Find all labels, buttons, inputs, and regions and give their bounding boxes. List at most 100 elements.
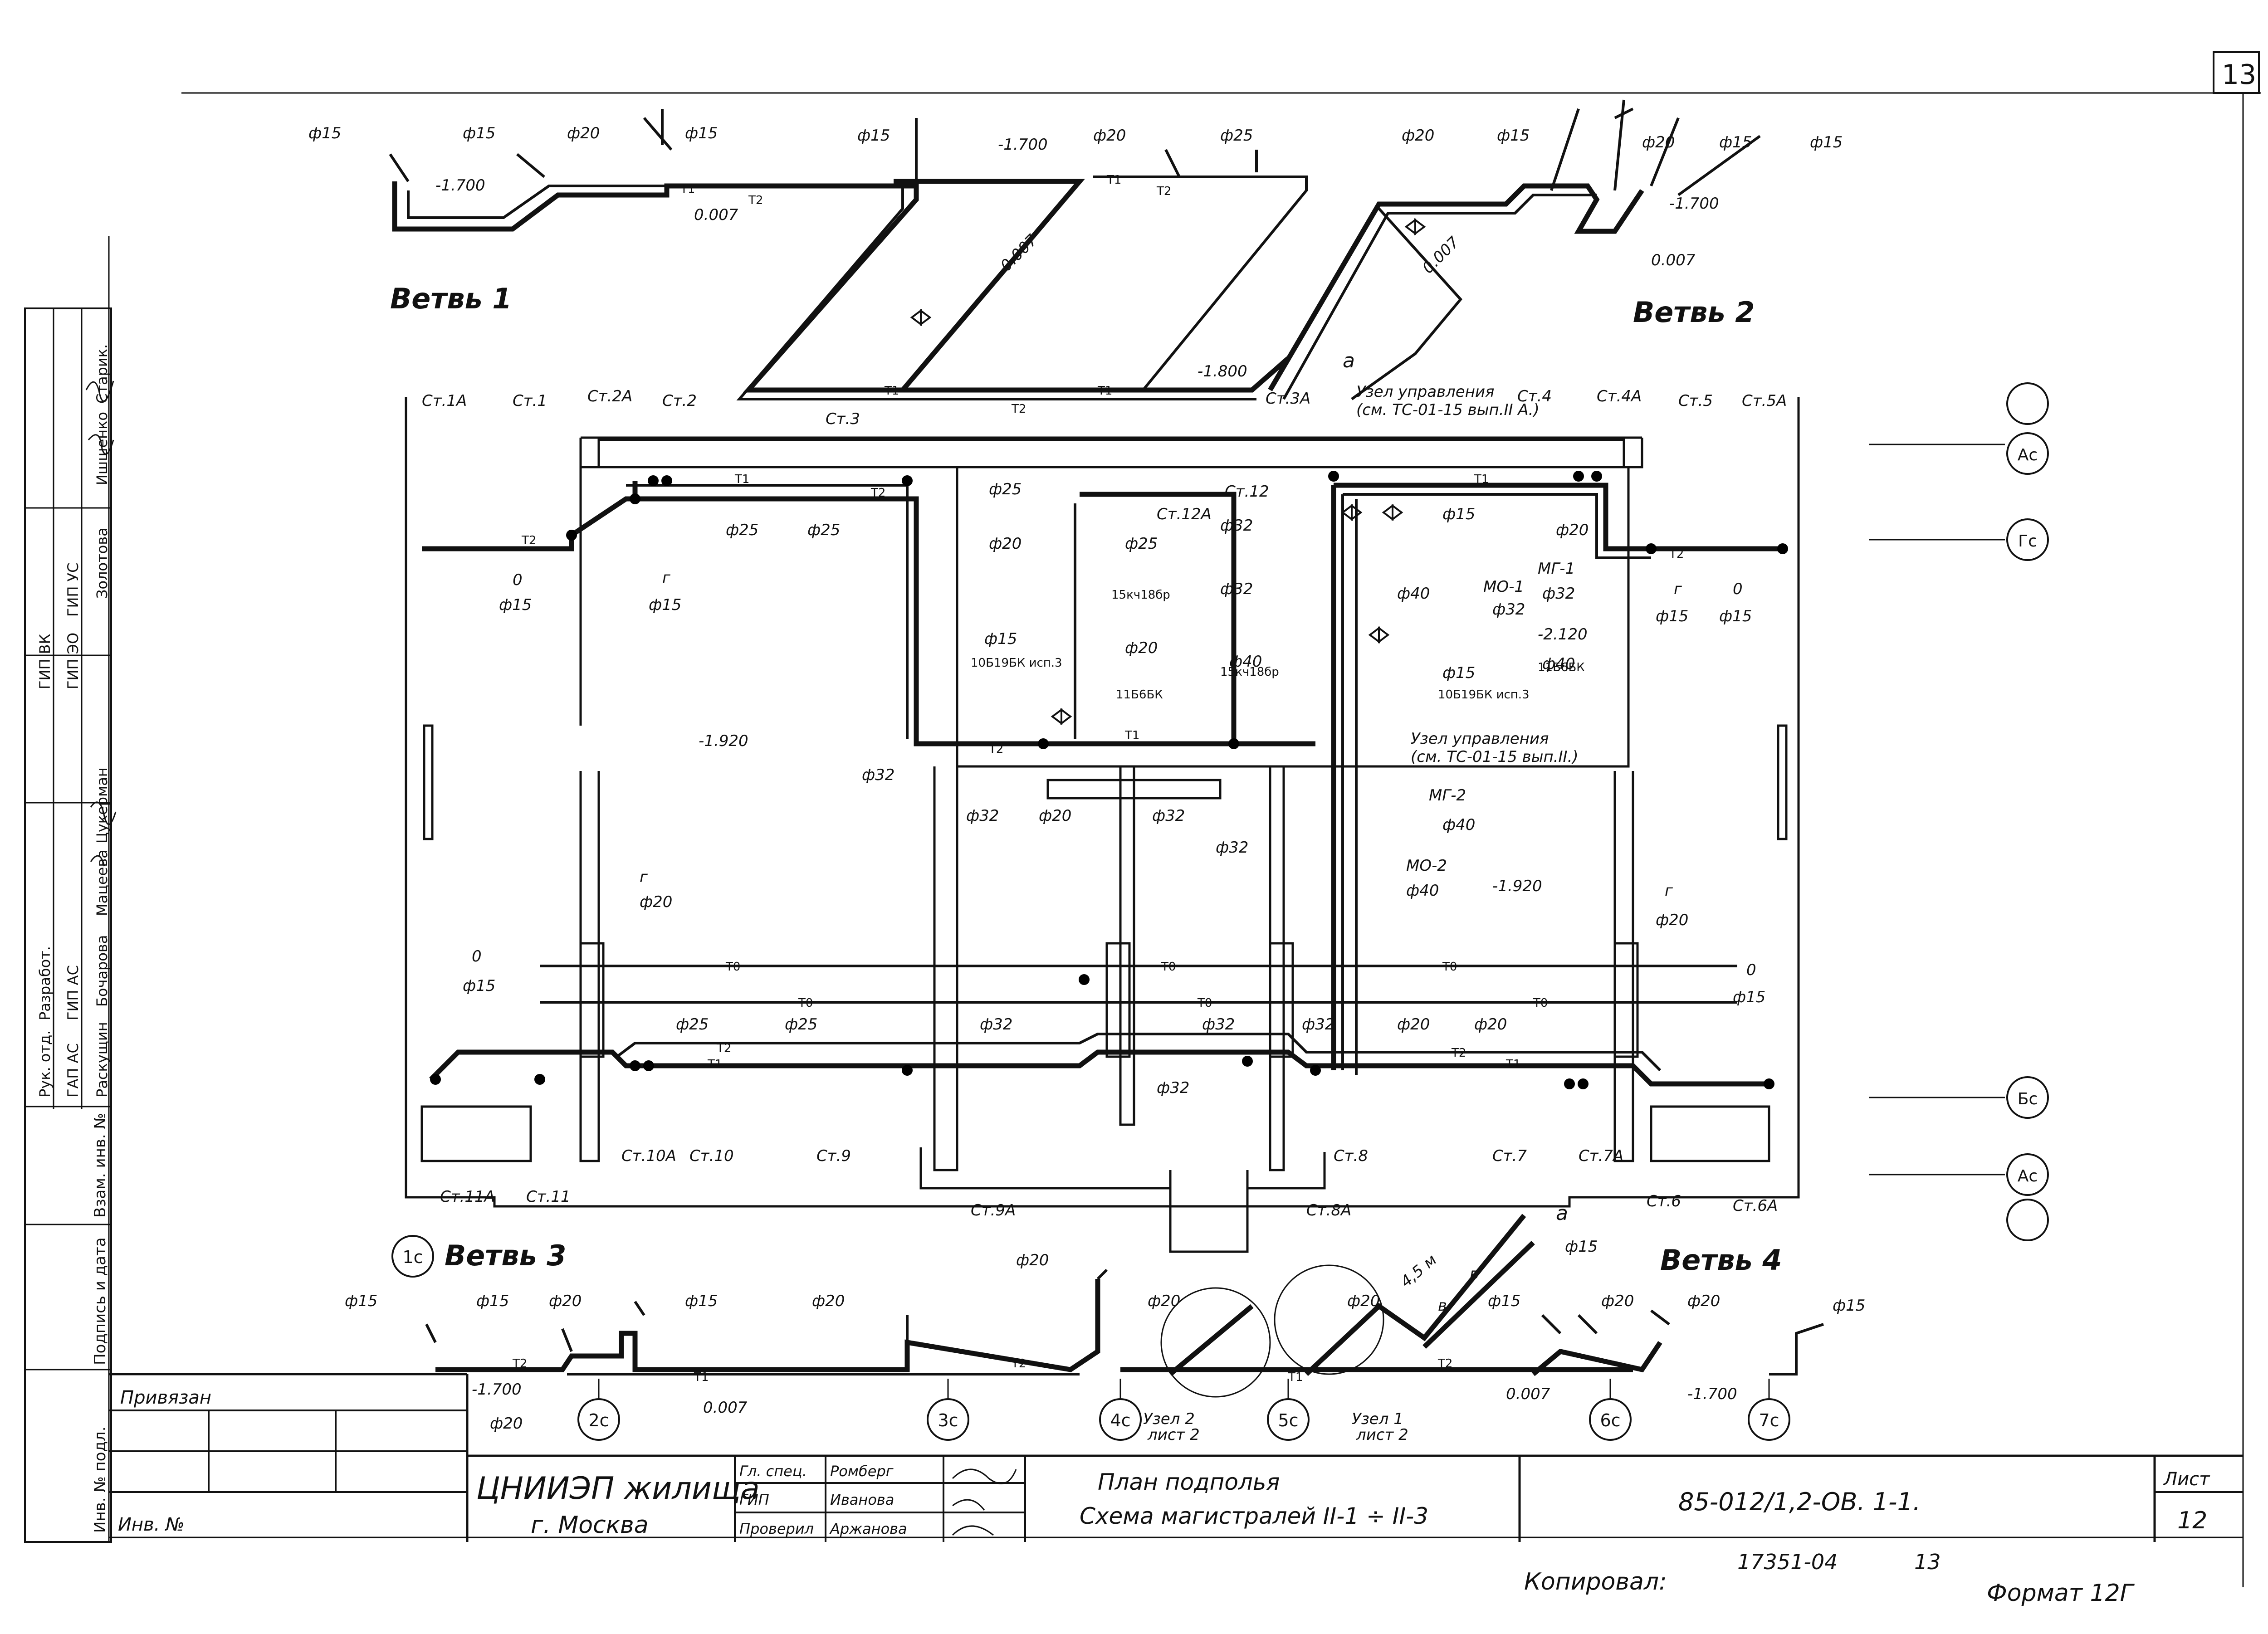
valve-icons <box>910 218 1426 725</box>
branch-1-title: Ветвь 1 <box>390 282 512 315</box>
axis-label: Аc <box>2018 446 2038 464</box>
elevation-label: -1.700 <box>998 136 1048 154</box>
pipe-marker: T2 <box>1669 547 1684 561</box>
axis-bubble-gc: Гc <box>2006 518 2049 561</box>
valve-spec: 15кч18бр <box>1111 588 1170 602</box>
stamp-names: Раскущин Бочарова Мацеева Цукерман Золот… <box>93 344 111 1097</box>
pipe-marker: T2 <box>512 1357 527 1371</box>
riser-label: Ст.6А <box>1733 1197 1778 1215</box>
drawing-title-line1: План подполья <box>1098 1469 1280 1495</box>
pipe-marker: T1 <box>1288 1371 1303 1384</box>
slope-label: 0.007 <box>1506 1385 1550 1403</box>
pipe-marker: T1 <box>1474 473 1489 486</box>
role-label: Гл. спец. <box>739 1463 807 1480</box>
org-line1: ЦНИИЭП жилища <box>476 1471 760 1507</box>
pipe-marker: T2 <box>748 194 763 207</box>
letter-g: г <box>640 868 648 886</box>
slope-label: 0.007 <box>1419 233 1463 277</box>
riser-label: Ст.10 <box>689 1147 734 1165</box>
diameter-label: ф15 <box>1733 988 1765 1006</box>
letter-o: 0 <box>1746 961 1756 979</box>
diameter-label: ф20 <box>1039 807 1071 825</box>
diameter-label: ф20 <box>1656 911 1688 929</box>
format-label: Формат 12Г <box>1987 1580 2135 1607</box>
branch-2-scheme <box>1268 99 1761 400</box>
diameter-label: ф32 <box>1220 517 1253 535</box>
signatures <box>952 1468 1017 1536</box>
diameter-label: ф15 <box>463 977 495 995</box>
stamp-role-3: ГАП АС <box>64 1043 82 1097</box>
node-1-sheet: лист 2 <box>1356 1426 1408 1444</box>
riser-label: Ст.5 <box>1678 392 1713 410</box>
riser-label: Ст.4 <box>1517 387 1552 405</box>
diameter-label: ф15 <box>1833 1297 1865 1315</box>
diameter-label: ф25 <box>807 521 840 539</box>
diameter-label: ф32 <box>1152 807 1185 825</box>
riser-label: Ст.7 <box>1492 1147 1527 1165</box>
diameter-label: ф20 <box>1125 639 1158 657</box>
diameter-label: ф40 <box>1229 653 1262 671</box>
letter-g: г <box>1665 882 1673 900</box>
diameter-label: ф15 <box>649 596 681 614</box>
riser-label: Ст.7А <box>1579 1147 1623 1165</box>
diameter-label: ф25 <box>1220 127 1253 145</box>
elevation-label: -1.920 <box>1492 877 1542 895</box>
riser-label: Ст.3 <box>826 410 860 428</box>
branch-4-scheme <box>1120 1214 1824 1376</box>
length-label: 4,5 м <box>1397 1251 1440 1291</box>
valve-spec: 10Б19БК исп.3 <box>1438 688 1530 702</box>
diameter-label: ф15 <box>857 127 890 145</box>
sheet-number: 12 <box>2177 1507 2207 1534</box>
diameter-label: ф15 <box>345 1292 377 1310</box>
pipe-marker: T1 <box>734 473 749 486</box>
sheet-frame <box>108 51 2261 1587</box>
riser-label: Ст.8 <box>1334 1147 1368 1165</box>
pipe-marker: T0 <box>1197 996 1212 1010</box>
diameter-label: ф25 <box>1125 535 1158 553</box>
stamp-name-1: Раскущин <box>93 1022 111 1097</box>
pipe-marker: T0 <box>1533 996 1548 1010</box>
axis-label: Бc <box>2018 1090 2038 1108</box>
diameter-callouts: ф15 ф15 ф20 ф15 ф15 ф20 ф25 ф20 ф15 ф20 … <box>308 124 1865 1433</box>
sheet-label: Лист <box>2163 1469 2210 1490</box>
diameter-label: ф15 <box>1442 664 1475 682</box>
axis-bubbles-bottom: 1c 2c 3c 4c 5c 6c 7c <box>391 1235 1790 1441</box>
equipment-mg2: МГ-2 <box>1429 786 1466 805</box>
diameter-label: ф15 <box>984 630 1017 648</box>
stamp-field-replace: Взам. инв. № <box>91 1113 109 1218</box>
pipe-mains-plan <box>422 481 1787 1087</box>
letter-a: а <box>1556 1202 1568 1225</box>
riser-label: Ст.10А <box>621 1147 676 1165</box>
diameter-label: ф20 <box>1556 521 1589 539</box>
diameter-label: ф40 <box>1397 585 1430 603</box>
elevation-label: -1.700 <box>472 1380 522 1399</box>
riser-label: Ст.4А <box>1597 387 1642 405</box>
org-line2: г. Москва <box>531 1512 649 1539</box>
copied-page: 13 <box>1914 1550 1941 1574</box>
branch-3-title: Ветвь 3 <box>445 1239 566 1272</box>
axis-bubble-ac-top: Аc <box>2006 432 2049 475</box>
diameter-label: ф25 <box>785 1015 817 1034</box>
diameter-label: ф15 <box>1442 505 1475 523</box>
role-name: Аржанова <box>829 1520 907 1537</box>
slope-label: 0.007 <box>694 206 738 224</box>
stamp-name-4: Цукерман <box>93 767 111 844</box>
riser-label: Ст.5А <box>1742 392 1787 410</box>
diameter-label: ф20 <box>549 1292 582 1310</box>
diameter-label: ф15 <box>1719 607 1752 625</box>
diameter-label: ф40 <box>1406 882 1439 900</box>
control-unit-top-line2: (см. ТС-01-15 вып.II А.) <box>1356 401 1540 419</box>
diameter-label: ф32 <box>1302 1015 1334 1034</box>
stamp-role-2: Разработ. <box>36 946 54 1020</box>
stamp-name-2: Бочарова <box>93 935 111 1007</box>
node-1-label: Узел 1 <box>1352 1410 1403 1428</box>
elevation-label: -1.700 <box>435 176 485 195</box>
pipe-marker: T1 <box>1106 173 1121 187</box>
pipe-marker: T2 <box>1451 1046 1466 1060</box>
diameter-label: ф32 <box>980 1015 1012 1034</box>
letter-o: 0 <box>472 947 482 966</box>
letter-g: г <box>662 569 671 587</box>
elevation-label: -1.920 <box>699 732 748 750</box>
copied-number: 17351-04 <box>1737 1550 1838 1574</box>
letter-o: 0 <box>513 571 523 589</box>
